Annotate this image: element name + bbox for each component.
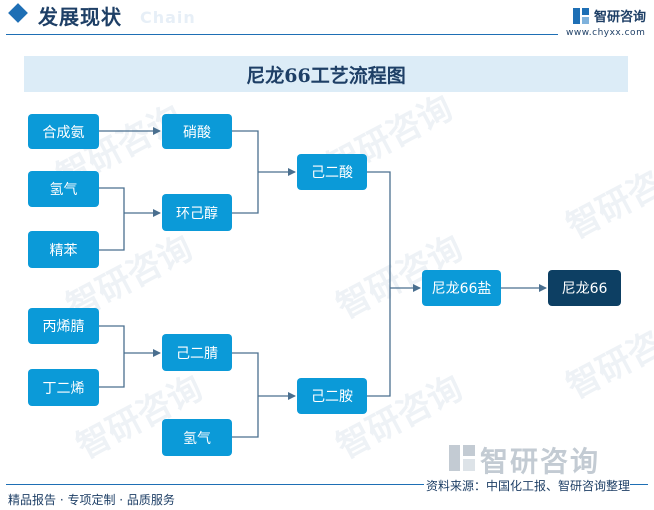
header-ghost-text: Chain	[140, 8, 196, 27]
diagram-title-banner: 尼龙66工艺流程图	[24, 56, 628, 92]
node-jierjing: 己二腈	[162, 334, 232, 371]
edge-qingqi-merge	[99, 187, 125, 251]
edge-salt-merge	[367, 171, 391, 397]
edge-amine-merge	[232, 352, 259, 438]
footer-tagline: 精品报告 · 专项定制 · 品质服务	[8, 493, 175, 507]
node-nilong66yan: 尼龙66盐	[422, 270, 501, 306]
diagram-title: 尼龙66工艺流程图	[246, 64, 406, 87]
edge-acid-merge	[232, 130, 259, 214]
node-qingqi-bottom: 氢气	[162, 419, 232, 456]
logo-url: www.chyxx.com	[566, 28, 646, 38]
watermark-large: 智研咨询	[480, 445, 601, 478]
edge-nitrile-merge	[99, 325, 125, 388]
node-jieran: 己二胺	[297, 378, 367, 414]
watermark-logo-icon	[449, 445, 475, 471]
node-bingxijing: 丙烯腈	[28, 308, 99, 344]
node-xiaosuan: 硝酸	[162, 114, 232, 149]
node-qingqi-top: 氢气	[28, 171, 99, 207]
node-huanjichun: 环己醇	[162, 194, 232, 231]
logo-name: 智研咨询	[594, 10, 647, 25]
header-divider	[6, 34, 558, 35]
page-header: 发展现状 Chain 智研咨询 www.chyxx.com	[0, 0, 654, 40]
source-note: 资料来源：中国化工报、智研咨询整理	[424, 477, 631, 494]
section-title: 发展现状	[38, 5, 122, 29]
node-hechengan: 合成氨	[28, 114, 99, 149]
node-jiersuan: 己二酸	[297, 154, 367, 190]
node-jingben: 精苯	[28, 231, 99, 268]
footer-divider	[6, 484, 648, 485]
node-nilong66: 尼龙66	[548, 270, 621, 306]
logo-icon	[573, 8, 589, 24]
node-dingerxi: 丁二烯	[28, 369, 99, 406]
